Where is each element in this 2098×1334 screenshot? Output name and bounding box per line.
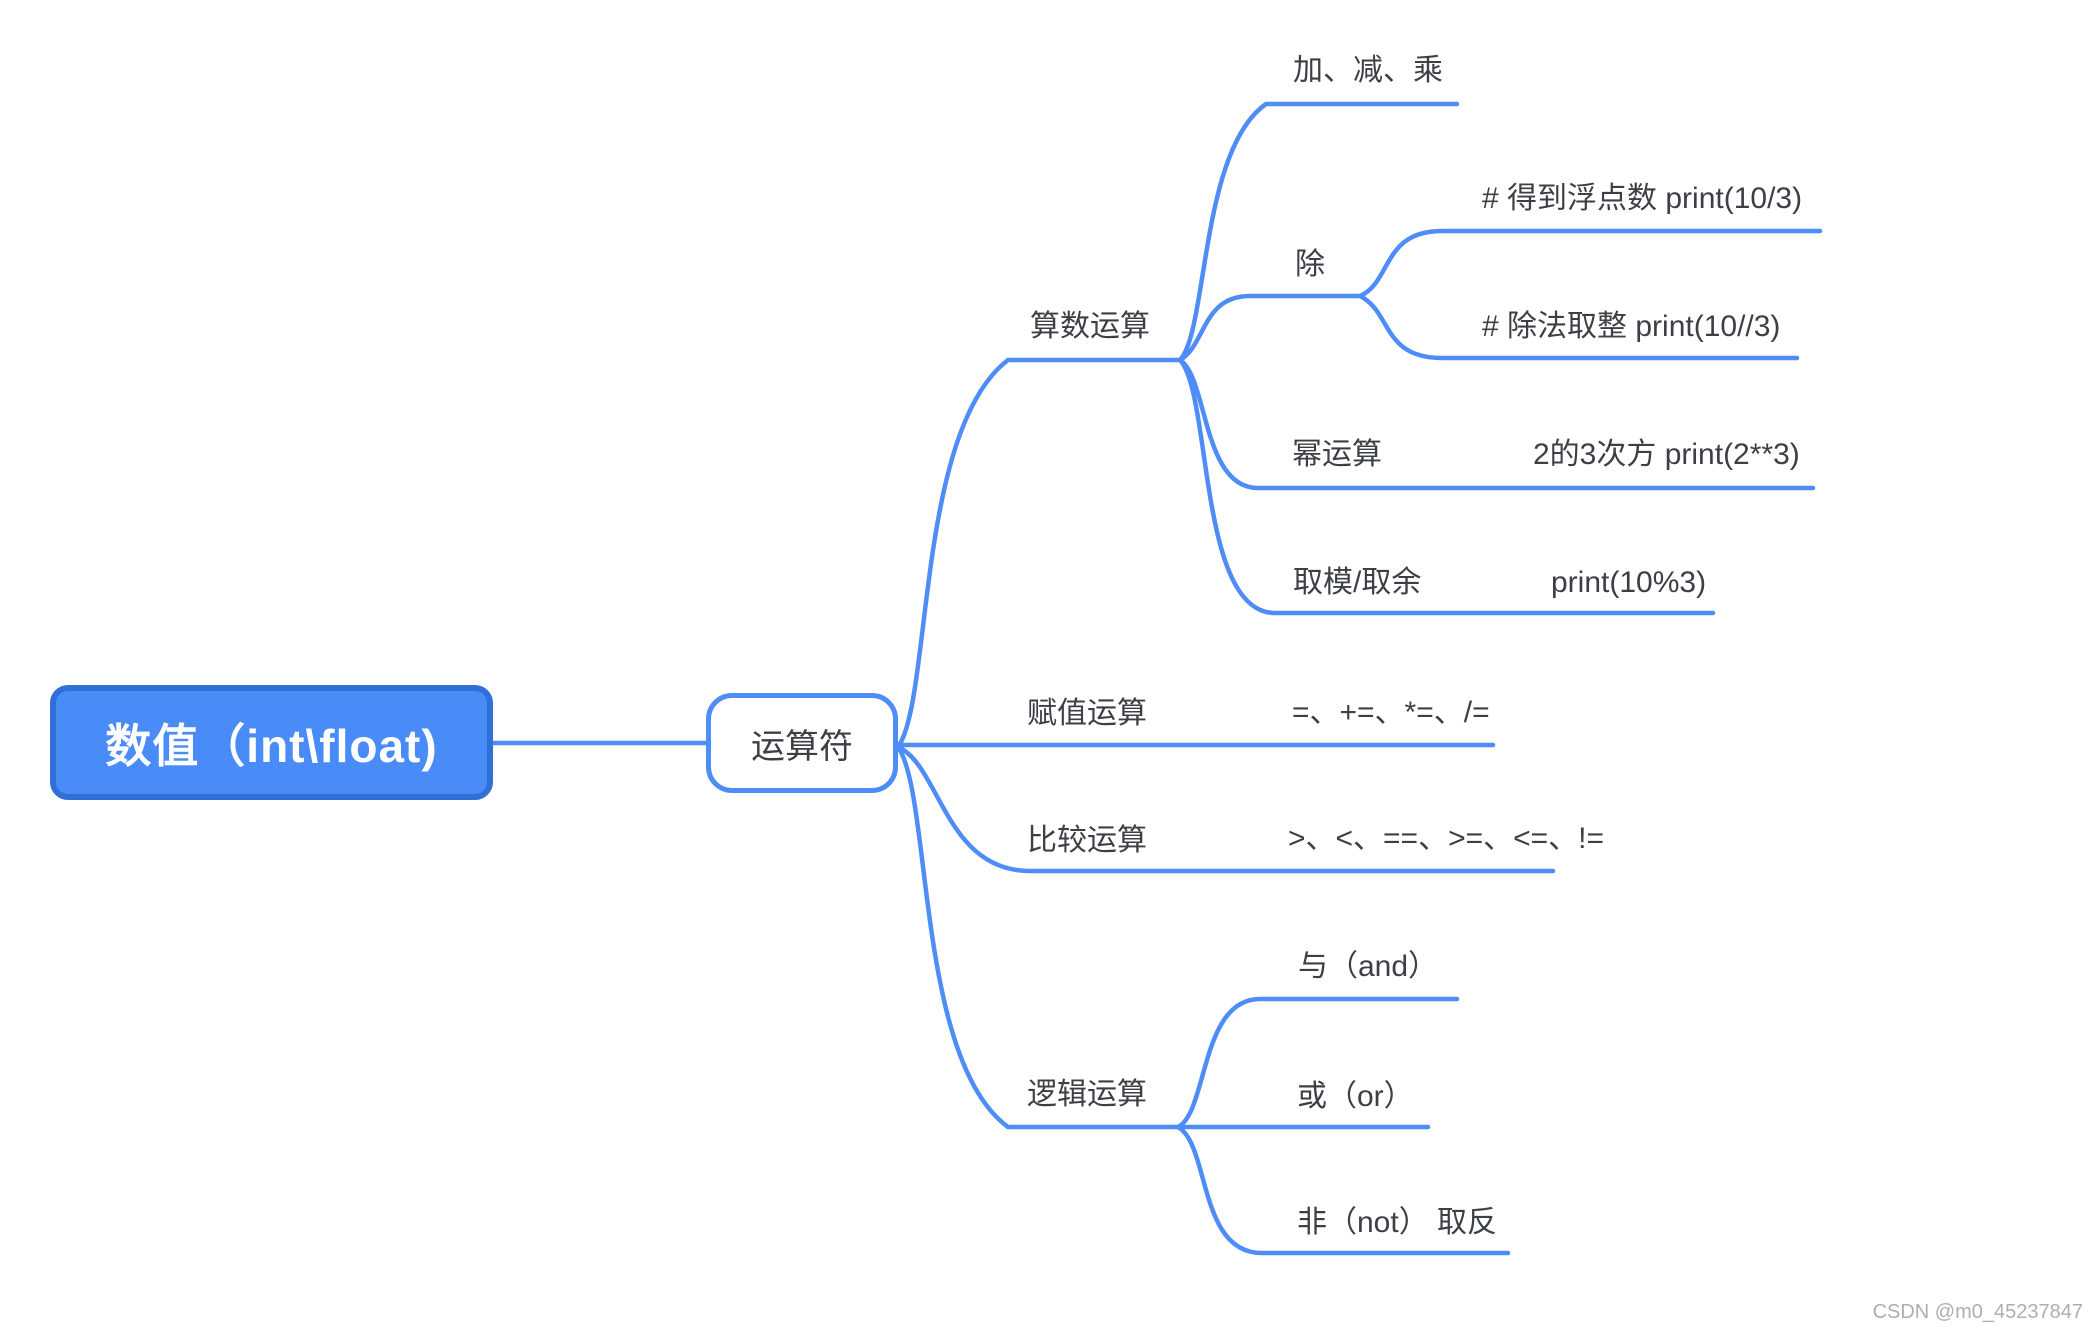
topic-logic-or[interactable]: 或（or） xyxy=(1297,1080,1414,1113)
topic-assignment-note[interactable]: =、+=、*=、/= xyxy=(1292,696,1490,729)
root-topic[interactable]: 数值（int\float) xyxy=(50,685,493,800)
topic-floor-division[interactable]: # 除法取整 print(10//3) xyxy=(1482,310,1781,343)
connector-arithmetic-modulo xyxy=(1177,357,1716,616)
connector-logic-not xyxy=(1175,1124,1511,1256)
topic-assignment[interactable]: 赋值运算 xyxy=(1027,697,1147,730)
connector-arithmetic-addsubmul xyxy=(1177,101,1460,363)
connector-divide-floordiv xyxy=(1357,293,1800,361)
topic-logic-not[interactable]: 非（not） 取反 xyxy=(1297,1206,1498,1239)
topic-divide[interactable]: 除 xyxy=(1295,248,1325,281)
connector-hub-arithmetic xyxy=(895,357,1183,750)
connector-arithmetic-divide xyxy=(1177,293,1363,363)
topic-power[interactable]: 幂运算 xyxy=(1292,438,1382,471)
topic-modulo-note[interactable]: print(10%3) xyxy=(1551,566,1707,599)
connector-divide-floatdiv xyxy=(1357,228,1823,299)
topic-power-note[interactable]: 2的3次方 print(2**3) xyxy=(1533,438,1800,471)
connector-hub-comparison xyxy=(895,744,1556,874)
topic-modulo[interactable]: 取模/取余 xyxy=(1293,566,1422,599)
topic-logic-and[interactable]: 与（and） xyxy=(1298,950,1439,983)
topic-comparison-note[interactable]: >、<、==、>=、<=、!= xyxy=(1288,822,1605,855)
connector-arithmetic-power xyxy=(1177,357,1816,491)
hub-topic-label: 运算符 xyxy=(751,727,853,766)
connector-logic-and xyxy=(1175,996,1460,1130)
topic-comparison[interactable]: 比较运算 xyxy=(1027,824,1147,857)
hub-topic-operators[interactable]: 运算符 xyxy=(706,693,898,793)
connector-hub-logic xyxy=(895,744,1181,1130)
topic-float-division[interactable]: # 得到浮点数 print(10/3) xyxy=(1482,182,1803,215)
topic-arithmetic[interactable]: 算数运算 xyxy=(1030,310,1150,343)
root-topic-label: 数值（int\float) xyxy=(105,719,438,772)
watermark: CSDN @m0_45237847 xyxy=(1872,1301,2083,1323)
topic-add-sub-mul[interactable]: 加、减、乘 xyxy=(1293,54,1443,87)
topic-logic[interactable]: 逻辑运算 xyxy=(1027,1078,1147,1111)
